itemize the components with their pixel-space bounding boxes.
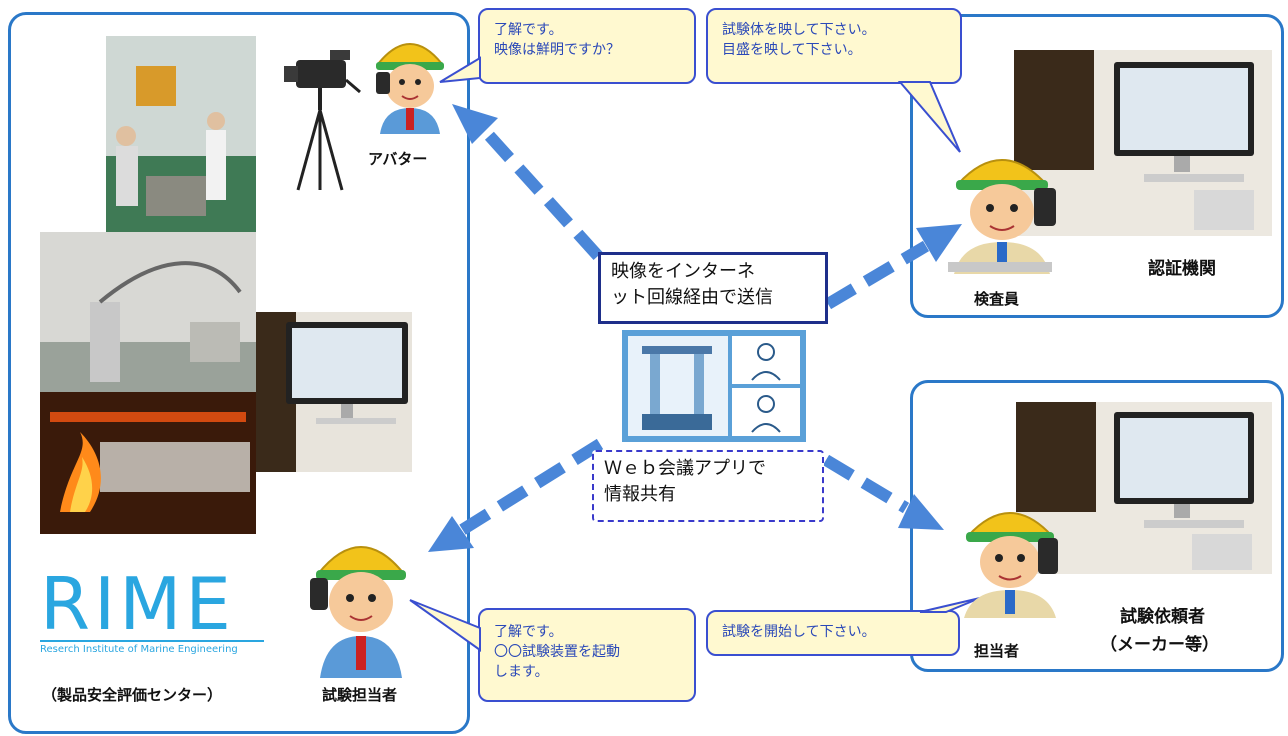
inspector-monitor-image [1014, 50, 1272, 236]
requester-speech-line-1: 試験を開始して下さい。 [722, 624, 876, 640]
avatar-speech-line-1: 了解です。 [494, 22, 563, 38]
inspector-speech-line-1: 試験体を映して下さい。 [722, 22, 876, 38]
left-monitor-image [256, 312, 412, 472]
share-box: Ｗｅｂ会議アプリで 情報共有 [592, 450, 824, 522]
web-meeting-screen-icon [622, 330, 806, 442]
requester-monitor-image [1016, 402, 1272, 574]
inspector-label: 検査員 [974, 290, 1020, 308]
inspector-monitor-photo [1014, 50, 1272, 236]
inspector-worker-icon [954, 159, 1056, 274]
avatar-worker-icon [375, 43, 445, 134]
requester-person-worker-icon [964, 512, 1058, 618]
requester-org-label: 試験依頼者 [1120, 607, 1205, 627]
org-label-left: （製品安全評価センター） [42, 686, 223, 704]
left-monitor-photo [256, 312, 412, 472]
requester-monitor-photo [1016, 402, 1272, 574]
tester-speech-line-2: 〇〇試験装置を起動 [494, 644, 620, 660]
avatar-speech-bubble: 了解です。 映像は鮮明ですか？ [478, 8, 696, 84]
requester-person-label: 担当者 [974, 642, 1020, 660]
inspector-speech-line-2: 目盛を映して下さい。 [722, 42, 862, 58]
requester-speech-bubble: 試験を開始して下さい。 [706, 610, 960, 656]
tester-speech-line-3: します。 [494, 664, 549, 680]
transmit-line-2: ット回線経由で送信 [611, 287, 773, 308]
video-camera-icon [284, 50, 361, 191]
requester-org-sub-label: （メーカー等） [1100, 635, 1219, 655]
arrow-to-requester [822, 454, 910, 514]
certification-org-label: 認証機関 [1148, 259, 1216, 279]
tester-speech-line-1: 了解です。 [494, 624, 563, 640]
lab-photo-pressure-image [40, 232, 256, 392]
avatar-label: アバター [368, 150, 428, 168]
rime-logo: RIME Reserch Institute of Marine Enginee… [40, 568, 264, 655]
rime-logo-text: RIME [40, 562, 235, 646]
inspector-speech-bubble: 試験体を映して下さい。 目盛を映して下さい。 [706, 8, 962, 84]
lab-photo-lifting [106, 36, 256, 232]
share-line-1: Ｗｅｂ会議アプリで [604, 458, 766, 479]
share-line-2: 情報共有 [604, 484, 676, 505]
tester-label: 試験担当者 [322, 686, 398, 704]
avatar-speech-line-2: 映像は鮮明ですか？ [494, 42, 620, 58]
arrow-to-tester [458, 438, 604, 536]
rime-logo-subtitle: Reserch Institute of Marine Engineering [40, 640, 264, 655]
tester-worker-icon [310, 546, 407, 678]
tester-speech-bubble: 了解です。 〇〇試験装置を起動 します。 [478, 608, 696, 702]
lab-photo-fire-image [40, 392, 256, 534]
transmit-box: 映像をインターネ ット回線経由で送信 [598, 252, 828, 324]
arrow-to-avatar [481, 127, 603, 261]
transmit-line-1: 映像をインターネ [611, 261, 755, 282]
lab-photo-lifting-image [106, 36, 256, 232]
lab-photo-pressure [40, 232, 256, 392]
lab-photo-fire [40, 392, 256, 534]
inspector-desk [948, 262, 1052, 272]
